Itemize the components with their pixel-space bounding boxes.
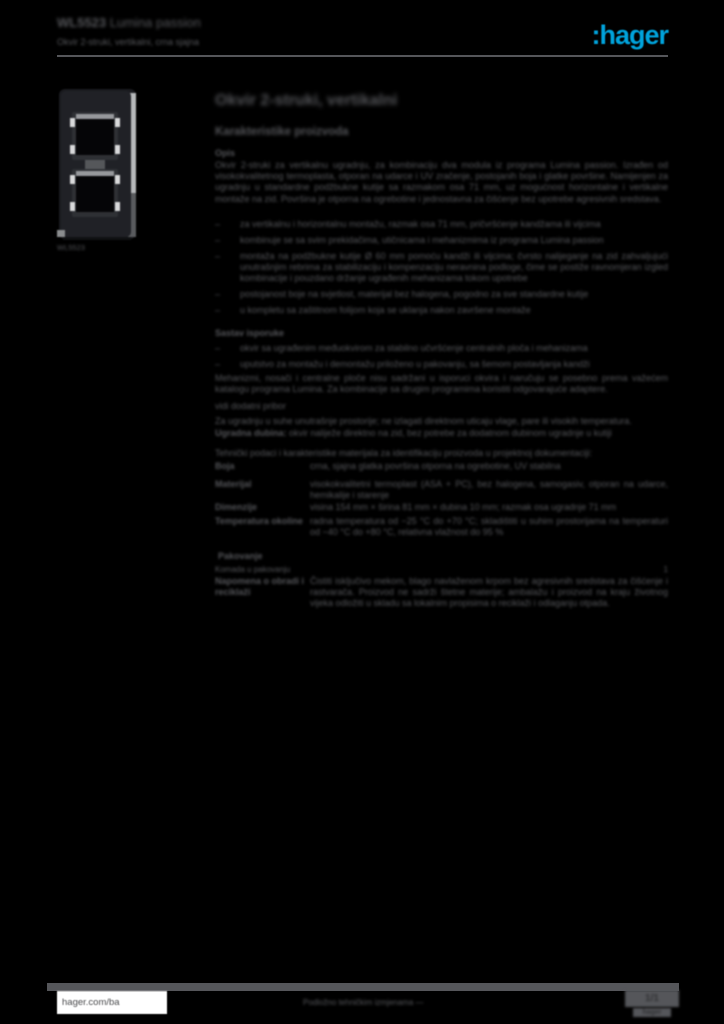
delivery-text: okvir sa ugrađenim međuokvirom za stabil… — [240, 343, 588, 353]
dash-icon: – — [215, 234, 221, 245]
spec-label: Materijal — [215, 479, 252, 489]
spec-row-dimensions: Dimenzije visina 154 mm × širina 81 mm ×… — [215, 502, 668, 513]
page-title: Okvir 2-struki, vertikalni — [215, 92, 398, 109]
frame-2gang-vertical-image — [57, 89, 136, 240]
dash-icon: – — [215, 358, 221, 369]
delivery-text: uputstvo za montažu i demontažu priložen… — [240, 358, 590, 369]
feature-text: kombinuje se sa svim prekidačima, utični… — [240, 234, 604, 245]
dash-icon: – — [215, 250, 221, 261]
spec-row-temperature: Temperatura okoline radna temperatura od… — [215, 516, 668, 538]
feature-list: – za vertikalnu i horizontalnu montažu, r… — [215, 219, 668, 320]
feature-item: – montaža na podžbukne kutije Ø 60 mm pom… — [215, 251, 668, 285]
dash-icon: – — [215, 288, 221, 299]
spec-value: visokokvalitetni termoplast (ASA + PC), … — [310, 479, 668, 501]
depth-row: Ugradna dubina: okvir naliježe direktno … — [215, 428, 668, 439]
packaging-note-row: Napomena o obradi i reciklaži Čistiti is… — [215, 576, 668, 610]
spec-value: visina 154 mm × širina 81 mm × dubina 10… — [310, 502, 617, 512]
dash-icon: – — [215, 304, 221, 315]
dash-icon: – — [215, 343, 221, 353]
spec-row-material: Materijal visokokvalitetni termoplast (A… — [215, 479, 668, 501]
feature-item: – u kompletu sa zaštitnom folijom koja se… — [215, 305, 668, 316]
feature-text: za vertikalnu i horizontalnu montažu, ra… — [240, 219, 601, 229]
feature-text: u kompletu sa zaštitnom folijom koja se … — [240, 304, 531, 315]
footer-page-badge: 1/1 — [625, 990, 679, 1007]
feature-item: – postojanost boje na svjetlost, materija… — [215, 289, 668, 300]
delivery-item: – uputstvo za montažu i demontažu prilože… — [215, 359, 668, 370]
footer-bar — [47, 983, 679, 991]
specs-intro: Tehnički podaci i karakteristike materij… — [215, 448, 593, 458]
packaging-note-label: Napomena o obradi i reciklaži — [215, 576, 305, 598]
product-photo-caption: WL5523 — [57, 243, 85, 252]
packaging-qty-value: 1 — [663, 565, 668, 574]
header-name: Lumina passion — [109, 15, 201, 30]
header-ref: WL5523 — [57, 15, 107, 30]
delivery-list: – okvir sa ugrađenim međuokvirom za stabi… — [215, 343, 668, 375]
depth-label: Ugradna dubina: — [215, 428, 287, 438]
description-label: Opis — [215, 148, 236, 158]
section-subtitle: Karakteristike proizvoda — [215, 126, 349, 138]
header-product-line: WL5523 Lumina passion — [57, 15, 201, 30]
header-subline: Okvir 2-struki, vertikalni, crna sjajna — [57, 37, 200, 47]
usage-line: Za ugradnju u suhe unutrašnje prostorije… — [215, 416, 632, 426]
feature-item: – kombinuje se sa svim prekidačima, utičn… — [215, 235, 668, 246]
delivery-note: Mehanizmi, nosači i centralne ploče nisu… — [215, 373, 668, 395]
spec-label: Boja — [215, 461, 235, 471]
delivery-item: – okvir sa ugrađenim međuokvirom za stabi… — [215, 343, 668, 354]
packaging-note-value: Čistiti isključivo mekom, blago navlažen… — [310, 576, 668, 609]
packaging-qty-row: Komada u pakovanju 1 — [215, 565, 668, 575]
delivery-more-link: vidi dodatni pribor — [215, 401, 287, 411]
spec-value: crna, sjajna glatka površina otporna na … — [310, 461, 561, 471]
delivery-label: Sastav isporuke — [215, 328, 285, 338]
spec-row-color: Boja crna, sjajna glatka površina otporn… — [215, 461, 668, 472]
product-photo — [57, 88, 141, 247]
depth-value: okvir naliježe direktno na zid, bez potr… — [289, 428, 612, 438]
feature-item: – za vertikalnu i horizontalnu montažu, r… — [215, 219, 668, 230]
footer-site-box: hager.com/ba — [57, 991, 167, 1014]
feature-text: postojanost boje na svjetlost, materijal… — [240, 288, 589, 299]
footer-site-url: hager.com/ba — [62, 997, 120, 1008]
packaging-label: Pakovanje — [218, 551, 263, 561]
footer-doc-badge: hager — [633, 1008, 671, 1017]
spec-value: radna temperatura od −25 °C do +70 °C; s… — [310, 516, 668, 538]
dash-icon: – — [215, 219, 221, 229]
packaging-qty-label: Komada u pakovanju — [215, 565, 291, 574]
footer-center-note: Podložno tehničkim izmjenama — — [303, 998, 424, 1007]
description-text: Okvir 2-struki za vertikalnu ugradnju, z… — [215, 160, 668, 204]
feature-text: montaža na podžbukne kutije Ø 60 mm pomo… — [240, 250, 668, 283]
spec-label: Dimenzije — [215, 502, 258, 512]
spec-label: Temperatura okoline — [215, 516, 303, 526]
hager-logo: :hager — [591, 20, 669, 50]
header-divider — [57, 55, 668, 57]
